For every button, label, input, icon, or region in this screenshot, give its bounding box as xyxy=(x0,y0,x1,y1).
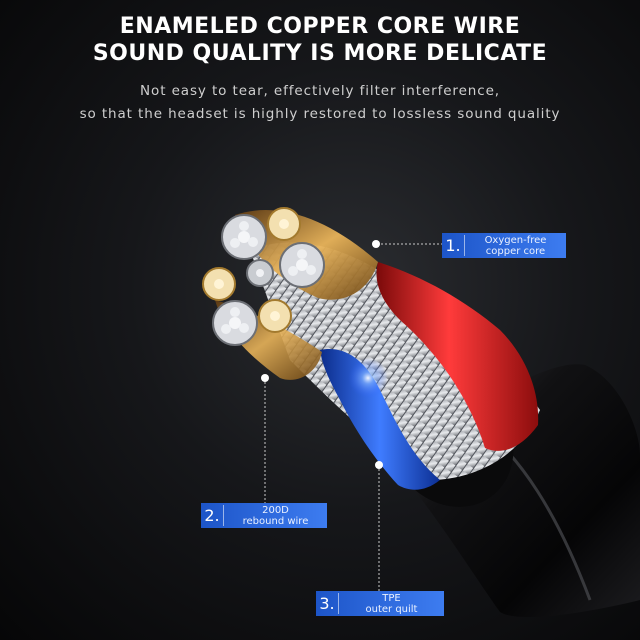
silver-strand-end xyxy=(212,300,258,346)
headline-line-2: SOUND QUALITY IS MORE DELICATE xyxy=(92,41,548,66)
blue-insulation xyxy=(320,349,440,490)
rebound-wire-shield xyxy=(250,242,540,480)
gold-strand-end xyxy=(258,299,292,333)
callout-label-line-1: Oxygen-free xyxy=(484,234,547,246)
callout-label: Oxygen-free copper core xyxy=(465,235,566,257)
callout-number: 2. xyxy=(201,505,224,526)
callout-label-line-2: rebound wire xyxy=(242,515,309,527)
red-insulation xyxy=(376,262,539,451)
silver-strand-end xyxy=(221,214,267,260)
gold-strand-end xyxy=(267,207,301,241)
callout-label: TPE outer quilt xyxy=(339,593,444,615)
silver-strand-end xyxy=(279,242,325,288)
callout-number: 3. xyxy=(316,593,339,614)
callout-number: 1. xyxy=(442,235,465,256)
headline-line-1: ENAMELED COPPER CORE WIRE xyxy=(119,14,521,39)
silver-strand-end xyxy=(246,259,274,287)
callout-rebound-wire: 2. 200D rebound wire xyxy=(201,503,327,528)
callout-label-line-2: outer quilt xyxy=(365,603,418,615)
callout-tpe-outer-quilt: 3. TPE outer quilt xyxy=(316,591,444,616)
callout-label-line-2: copper core xyxy=(485,245,546,257)
callout-label-line-1: TPE xyxy=(382,592,401,604)
callout-label: 200D rebound wire xyxy=(224,505,327,527)
strand-bundle-ends xyxy=(202,207,325,346)
leader-lines xyxy=(261,240,442,591)
callout-oxygen-free-copper-core: 1. Oxygen-free copper core xyxy=(442,233,566,258)
subtitle-line-1: Not easy to tear, effectively filter int… xyxy=(140,83,500,99)
gold-strand-end xyxy=(202,267,236,301)
callout-label-line-1: 200D xyxy=(262,504,289,516)
subtitle-line-2: so that the headset is highly restored t… xyxy=(79,106,561,122)
